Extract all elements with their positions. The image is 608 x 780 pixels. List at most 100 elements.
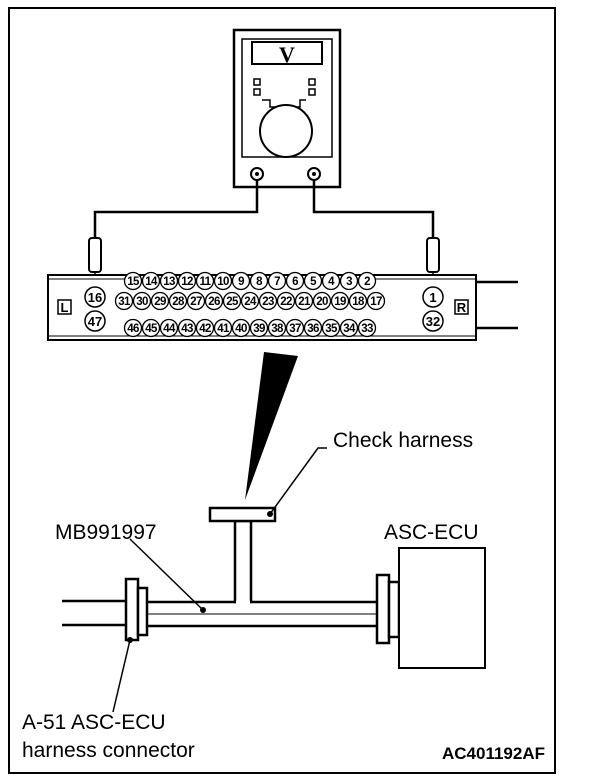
connector-pin-circle [177, 271, 197, 291]
connector-pin-circle [204, 291, 224, 311]
connector-pin-number: 30 [136, 296, 148, 308]
connector-pin-number: 9 [238, 276, 244, 288]
pin-right-top: 1 [429, 290, 436, 305]
connector-pin-number: 13 [163, 276, 175, 288]
leader-lines [112, 447, 327, 713]
connector-label-line2: harness connector [22, 739, 195, 762]
connector-pin-circle [312, 291, 332, 311]
connector-pin-circle [267, 318, 287, 338]
meter-dial [259, 104, 313, 158]
connector-pin-number: 17 [370, 296, 382, 308]
connector-pin-circle [159, 271, 179, 291]
connector-pin-circle [249, 271, 269, 291]
asc-ecu-unit [398, 547, 486, 669]
asc-ecu-label: ASC-ECU [384, 521, 479, 544]
connector-pin-number: 14 [145, 276, 158, 288]
check-harness-adapter [124, 506, 401, 645]
connector-pin-circle [303, 318, 323, 338]
connector-pin-number: 34 [343, 323, 356, 335]
connector-pin-number: 15 [127, 276, 140, 288]
connector-pin-circle [330, 291, 350, 311]
connector-pin-circle [114, 291, 134, 311]
connector-pin-circle [294, 291, 314, 311]
connector-pin-number: 38 [271, 323, 284, 335]
connector-pin-circle [357, 318, 377, 338]
connector-pin-number: 43 [181, 323, 193, 335]
check-harness-label: Check harness [333, 429, 473, 452]
connector-pin-number: 23 [262, 296, 274, 308]
connector-pin-circle [222, 291, 242, 311]
connector-pin-circle [249, 318, 269, 338]
tool-number-label: MB991997 [55, 521, 157, 544]
connector-pin-circle [321, 318, 341, 338]
connector-right-marker: R [457, 300, 467, 315]
connector-pin-number: 39 [253, 323, 265, 335]
connector-pin-circle [213, 318, 233, 338]
connector-pin-number: 4 [328, 276, 335, 288]
connector-pin-number: 20 [316, 296, 328, 308]
connector-pin-circle [141, 318, 161, 338]
view-direction-arrow [245, 352, 298, 500]
connector-pin-circle [186, 291, 206, 311]
pin-left-top: 16 [88, 290, 102, 305]
connector-pin-number: 18 [352, 296, 365, 308]
connector-pin-circle [195, 271, 215, 291]
connector-pin-circle [285, 271, 305, 291]
connector-pin-circle [267, 271, 287, 291]
connector-pin-number: 46 [127, 323, 139, 335]
connector-pin-circle [303, 271, 323, 291]
connector-pin-number: 10 [217, 276, 229, 288]
connector-pin-circle [366, 291, 386, 311]
connector-pin-number: 36 [307, 323, 319, 335]
connector-pin-circle [231, 271, 251, 291]
pin-left-bottom: 47 [88, 314, 102, 329]
connector-pin-number: 26 [208, 296, 220, 308]
figure-frame [8, 7, 556, 774]
connector-pin-number: 35 [325, 323, 338, 335]
connector-pin-number: 11 [200, 276, 212, 288]
connector-pin-number: 21 [298, 296, 311, 308]
connector-pin-number: 12 [181, 276, 193, 288]
connector-pin-number: 5 [310, 276, 317, 288]
connector-pin-number: 44 [163, 323, 176, 335]
connector-pin-circle [123, 318, 143, 338]
connector-pin-circle [132, 291, 152, 311]
connector-pin-circle [168, 291, 188, 311]
connector-pin-number: 40 [235, 323, 247, 335]
connector-pin-circle [150, 291, 170, 311]
connector-pin-circle [258, 291, 278, 311]
connector-pin-circle [348, 291, 368, 311]
connector-pin-number: 29 [154, 296, 166, 308]
connector-pin-circle [339, 318, 359, 338]
connector-pin-circle [276, 291, 296, 311]
connector-pin-circle [141, 271, 161, 291]
connector-pin-number: 31 [118, 296, 131, 308]
connector-pin-circle [339, 271, 359, 291]
connector-pin-circle [240, 291, 260, 311]
connector-pin-number: 8 [256, 276, 263, 288]
connector-pin-circle [285, 318, 305, 338]
connector-pin-number: 6 [292, 276, 298, 288]
connector-label-line1: A-51 ASC-ECU [22, 711, 166, 734]
connector-pin-number: 42 [199, 323, 211, 335]
voltmeter-icon: V [232, 28, 342, 189]
connector-pin-number: 24 [244, 296, 257, 308]
connector-pin-circle [177, 318, 197, 338]
connector-pin-circle [159, 318, 179, 338]
connector-pin-number: 41 [217, 323, 230, 335]
connector-pin-number: 28 [172, 296, 185, 308]
connector-pin-number: 22 [280, 296, 292, 308]
vehicle-harness [62, 599, 128, 627]
connector-pin-number: 33 [361, 323, 373, 335]
connector-pin-number: 37 [289, 323, 301, 335]
connector-pin-number: 7 [274, 276, 280, 288]
connector-pin-number: 3 [346, 276, 352, 288]
connector-pin-number: 25 [226, 296, 239, 308]
figure-code: AC401192AF [442, 744, 545, 763]
meter-display [251, 41, 323, 65]
